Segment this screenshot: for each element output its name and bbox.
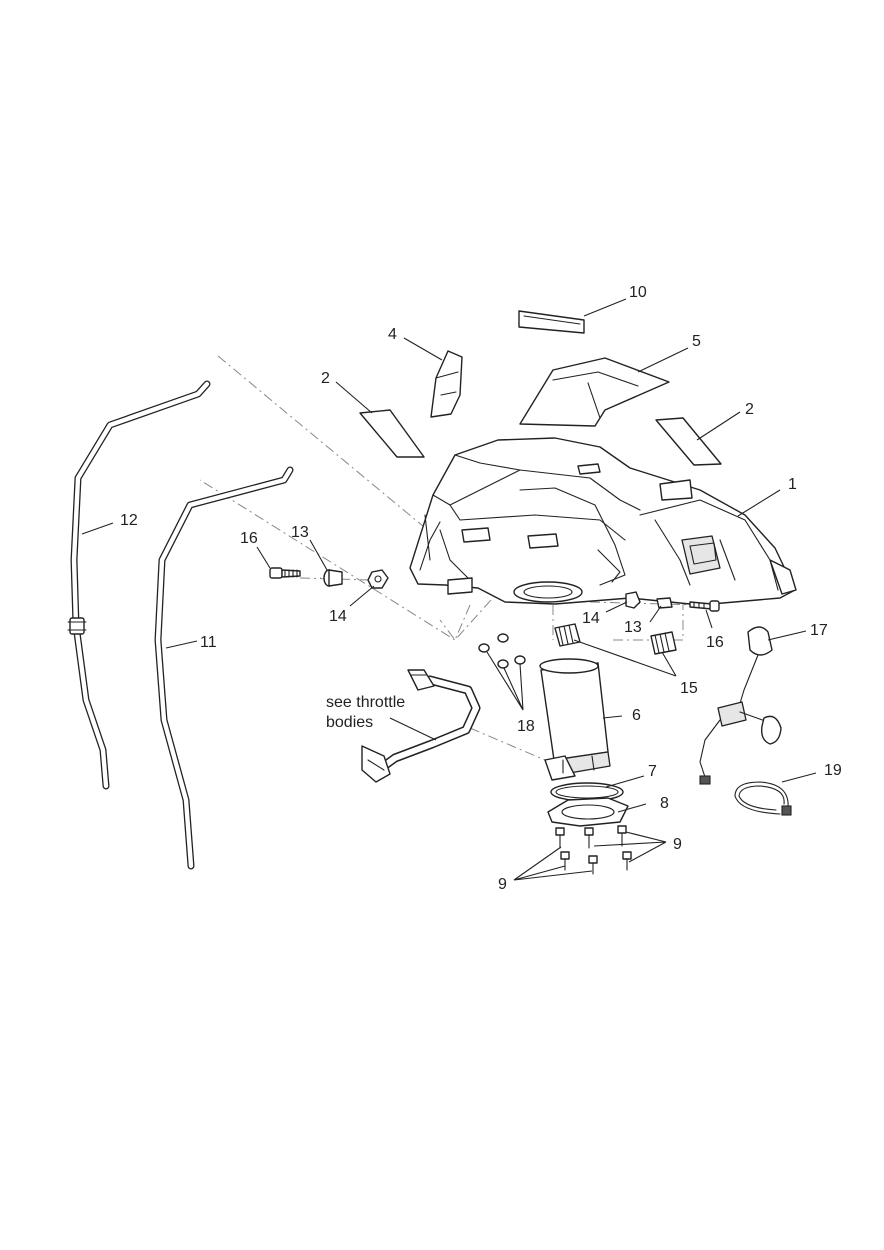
quick-connector-icon: [407, 669, 435, 691]
callout-labels: 1 2 2 4 5 6 7 8 9 9 10 11 12 13 13 14 14…: [120, 284, 842, 893]
callout-11: 11: [200, 634, 217, 651]
cover-part-5: [519, 357, 670, 427]
hose-part-11: [154, 466, 294, 870]
spacer-part-13-left: [323, 569, 343, 587]
pad-part-4: [430, 350, 463, 418]
hose-part-12: [67, 380, 211, 790]
callout-16-right: 16: [706, 634, 724, 651]
callout-4: 4: [388, 326, 397, 343]
flat-pad-part-2-right: [655, 417, 722, 466]
callout-13-right: 13: [624, 619, 642, 636]
callout-9-right: 9: [673, 836, 682, 853]
flat-pad-part-2-left: [359, 409, 425, 458]
callout-16-left: 16: [240, 530, 258, 547]
fuel-tank-part-1: [409, 437, 797, 606]
throttle-bodies-note: see throttle bodies: [326, 694, 405, 731]
clamp-band-part-19: [734, 781, 792, 816]
callout-19: 19: [824, 762, 842, 779]
callout-10: 10: [629, 284, 647, 301]
leader-lines: [81, 298, 817, 881]
callout-2-right: 2: [745, 401, 754, 418]
callout-13-left: 13: [291, 524, 309, 541]
screws-part-9: [555, 825, 632, 875]
callout-9-left: 9: [498, 876, 507, 893]
washers-part-18: [478, 633, 526, 669]
spacer-part-13-right: [656, 597, 673, 609]
callout-7: 7: [648, 763, 657, 780]
rubber-mount-part-15-left: [554, 623, 581, 647]
note-line-1: see throttle: [326, 694, 405, 711]
fuel-line-assembly: [361, 669, 481, 783]
quick-connector-icon: [361, 745, 391, 783]
callout-14-right: 14: [582, 610, 600, 627]
bolt-part-16-right: [689, 600, 720, 612]
trim-strip-part-10: [518, 310, 585, 334]
callout-18: 18: [517, 718, 535, 735]
hose-clip-icon: [69, 617, 85, 635]
callout-5: 5: [692, 333, 701, 350]
bolt-part-16-left: [269, 567, 301, 579]
callout-15: 15: [680, 680, 698, 697]
callout-6: 6: [632, 707, 641, 724]
callout-12: 12: [120, 512, 138, 529]
fuel-level-sender-part-17: [699, 626, 782, 785]
grommet-part-14-right: [625, 591, 641, 609]
retaining-ring-part-8: [547, 797, 629, 827]
callout-1: 1: [788, 476, 797, 493]
callout-17: 17: [810, 622, 828, 639]
rubber-mount-part-15-right: [650, 631, 677, 655]
callout-8: 8: [660, 795, 669, 812]
callout-14-left: 14: [329, 608, 347, 625]
note-line-2: bodies: [326, 714, 373, 731]
callout-2-left: 2: [321, 370, 330, 387]
fuel-pump-part-6: [539, 658, 611, 781]
grommet-part-14-left: [367, 569, 389, 589]
